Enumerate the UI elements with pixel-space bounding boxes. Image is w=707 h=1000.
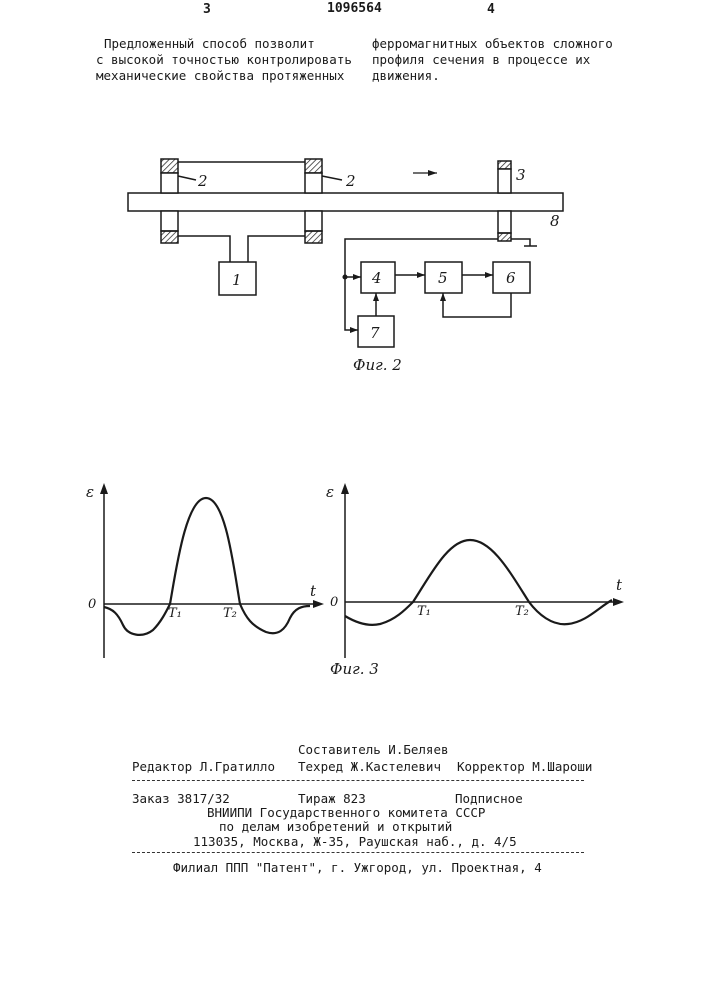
right-curve (345, 540, 612, 625)
coil-top-a (161, 159, 178, 173)
right-x-label: t (616, 576, 623, 594)
left-curve (104, 498, 310, 635)
coil-top-b (305, 159, 322, 173)
divider (132, 852, 584, 853)
coil-bottom-a (161, 231, 178, 243)
left-y-label: ε (86, 483, 94, 501)
imprint-subscription: Подписное (455, 791, 523, 806)
label-sensor: 3 (516, 166, 526, 184)
figure-2-caption: Фиг. 2 (353, 356, 402, 374)
imprint-techred: Техред Ж.Кастелевич (298, 759, 441, 774)
imprint-institute: ВНИИПИ Государственного комитета СССР (207, 805, 485, 820)
sensor-top-body (498, 169, 511, 193)
left-t2-label: T₂ (223, 606, 237, 621)
label-coil-a: 2 (197, 172, 208, 190)
block-7-label: 7 (370, 324, 380, 342)
block-5-label: 5 (438, 269, 448, 287)
left-origin-label: 0 (88, 597, 96, 612)
imprint-address: 113035, Москва, Ж-35, Раушская наб., д. … (193, 834, 517, 849)
sensor-top (498, 161, 511, 169)
left-t1-label: T₁ (168, 606, 182, 621)
imprint-editor: Редактор Л.Гратилло (132, 759, 275, 774)
imprint-compiler: Составитель И.Беляев (298, 742, 449, 757)
coil-bottom-b (305, 231, 322, 243)
block-6-label: 6 (506, 269, 516, 287)
block-1-label: 1 (232, 271, 242, 289)
left-x-label: t (310, 582, 317, 600)
coil-top-a-body (161, 173, 178, 193)
label-object: 8 (550, 212, 560, 230)
object-rod (128, 193, 563, 211)
imprint-order: Заказ 3817/32 (132, 791, 230, 806)
sensor-bottom-body (498, 211, 511, 233)
figure-3-caption: Фиг. 3 (330, 660, 379, 678)
figure-3 (100, 483, 624, 658)
coil-bottom-b-body (305, 211, 322, 231)
divider (132, 780, 584, 781)
sensor-bottom (498, 233, 511, 241)
imprint-corrector: Корректор М.Шароши (457, 759, 592, 774)
imprint-circulation: Тираж 823 (298, 791, 366, 806)
imprint-dept: по делам изобретений и открытий (219, 819, 452, 834)
imprint-branch: Филиал ППП "Патент", г. Ужгород, ул. Про… (173, 860, 542, 875)
right-t2-label: T₂ (515, 604, 529, 619)
right-origin-label: 0 (330, 595, 338, 610)
right-y-label: ε (326, 483, 334, 501)
right-t1-label: T₁ (417, 604, 431, 619)
block-4-label: 4 (371, 269, 382, 287)
label-coil-b: 2 (345, 172, 356, 190)
coil-top-b-body (305, 173, 322, 193)
coil-bottom-a-body (161, 211, 178, 231)
